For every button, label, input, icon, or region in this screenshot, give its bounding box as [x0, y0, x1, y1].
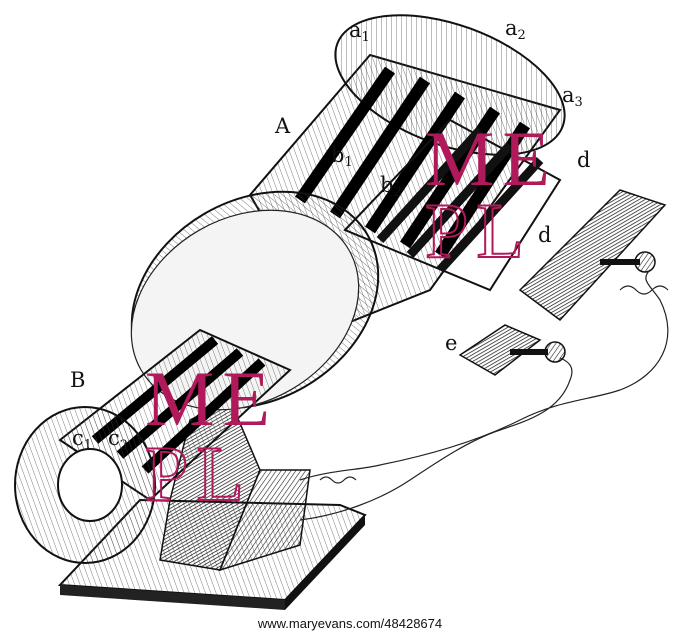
label-B: B [70, 368, 86, 392]
label-a3: a3 [562, 83, 583, 110]
label-b1: b1 [331, 143, 353, 170]
small-cylinder-b [14, 328, 292, 564]
watermark-pl-lower: PL [144, 430, 253, 517]
label-a1: a1 [349, 18, 370, 45]
dynamo-engraving [14, 14, 669, 610]
label-A: A [275, 114, 291, 138]
connecting-wires [299, 269, 669, 521]
brush-frame [343, 118, 667, 376]
watermark-me-lower: ME [145, 355, 278, 442]
watermark-pl-upper: PL [424, 187, 533, 274]
label-e: e [445, 331, 458, 355]
label-a2: a2 [505, 16, 526, 43]
label-c2: c2 [108, 426, 129, 453]
label-b2: b2 [380, 173, 402, 200]
label-d-inner: d [538, 223, 552, 247]
label-d-top: d [577, 148, 591, 172]
watermark-me-upper: ME [425, 115, 558, 202]
source-caption: www.maryevans.com/48428674 [0, 612, 700, 639]
label-c1: c1 [72, 426, 93, 453]
